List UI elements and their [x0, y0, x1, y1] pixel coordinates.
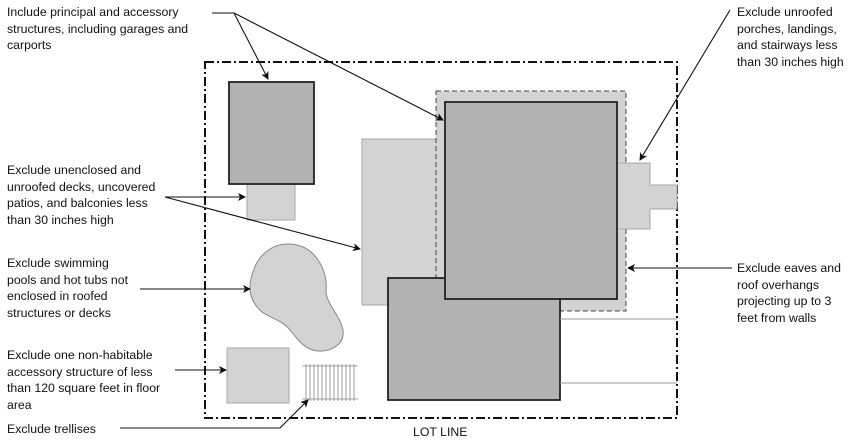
label-exclude-pools: Exclude swimming pools and hot tubs not …: [7, 256, 129, 320]
accessory-shed: [226, 347, 290, 404]
porch: [616, 162, 678, 230]
leader-lines: [120, 9, 732, 429]
label-exclude-trellis: Exclude trellises: [7, 422, 96, 436]
main-house: [444, 101, 618, 300]
lot-line-boundary: [204, 61, 678, 419]
label-include-principal: Include principal and accessory structur…: [7, 5, 189, 52]
label-exclude-shed: Exclude one non-habitable accessory stru…: [7, 348, 161, 412]
label-lot-line: LOT LINE: [413, 425, 468, 439]
deck-small: [246, 183, 296, 221]
label-exclude-decks: Exclude unenclosed and unroofed decks, u…: [7, 163, 156, 227]
swimming-pool: [249, 243, 344, 352]
garage: [228, 81, 315, 185]
trellis: [302, 364, 358, 401]
label-exclude-eaves: Exclude eaves and roof overhangs project…: [737, 261, 841, 325]
label-exclude-porches: Exclude unroofed porches, landings, and …: [737, 5, 844, 69]
